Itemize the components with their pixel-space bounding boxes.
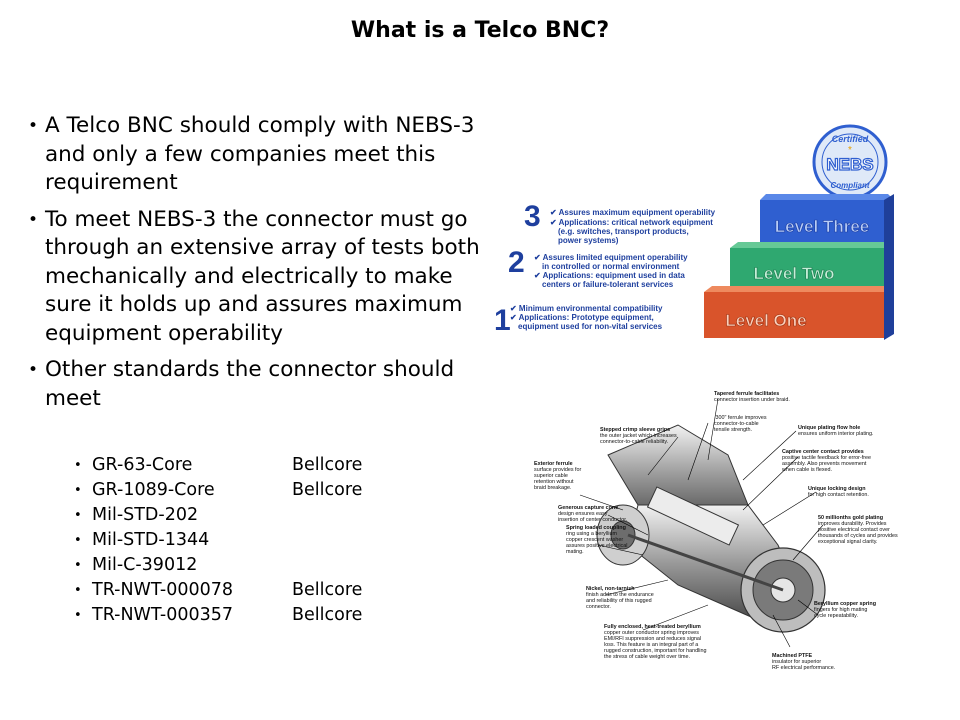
- level-number: 1: [494, 304, 511, 337]
- svg-text:power systems): power systems): [558, 236, 619, 245]
- standard-item: GR-1089-Core Bellcore: [74, 478, 362, 503]
- standard-name: GR-1089-Core: [92, 480, 215, 500]
- svg-text:centers or failure-tolerant se: centers or failure-tolerant services: [542, 280, 674, 289]
- seal-center-text: NEBS: [826, 155, 873, 174]
- nebs-certified-seal: Certified NEBS Compliant *: [812, 124, 888, 200]
- slide-title: What is a Telco BNC?: [350, 18, 610, 43]
- standard-item: TR-NWT-000357 Bellcore: [74, 603, 362, 628]
- svg-text:in controlled or normal enviro: in controlled or normal environment: [542, 262, 680, 271]
- level-two-description: 2 ✔ Assures limited equipment operabilit…: [508, 246, 688, 289]
- svg-text:(e.g. switches, transport prod: (e.g. switches, transport products,: [558, 227, 689, 236]
- nebs-levels-figure: Certified NEBS Compliant * Level Three L…: [494, 124, 894, 340]
- level-three-description: 3 ✔ Assures maximum equipment operabilit…: [524, 200, 716, 245]
- svg-text:✔ Applications: critical netwo: ✔ Applications: critical network equipme…: [550, 218, 713, 227]
- callout-leaders: [579, 398, 824, 648]
- svg-text:✔ Minimum environmental compat: ✔ Minimum environmental compatibility: [510, 304, 663, 313]
- step-level-three: Level Three: [760, 194, 894, 340]
- standard-item: Mil-C-39012: [74, 553, 362, 578]
- level-number: 3: [524, 200, 541, 233]
- bullet-list: A Telco BNC should comply with NEBS-3 an…: [28, 112, 498, 421]
- standard-name: Mil-C-39012: [92, 555, 198, 575]
- connector-drawing: [596, 424, 826, 633]
- standard-name: Mil-STD-202: [92, 505, 199, 525]
- standard-org: Bellcore: [292, 605, 363, 625]
- standard-item: Mil-STD-202: [74, 503, 362, 528]
- standard-item: GR-63-Core Bellcore: [74, 453, 362, 478]
- svg-text:equipment used for non-vital s: equipment used for non-vital services: [518, 322, 663, 331]
- standard-org: Bellcore: [292, 455, 363, 475]
- standard-item: TR-NWT-000078 Bellcore: [74, 578, 362, 603]
- svg-text:✔ Assures maximum equipment op: ✔ Assures maximum equipment operability: [550, 208, 716, 217]
- level-number: 2: [508, 246, 525, 279]
- step-label: Level One: [725, 311, 806, 330]
- standard-name: TR-NWT-000078: [92, 580, 234, 600]
- step-level-one: Level One: [704, 286, 884, 338]
- standard-org: Bellcore: [292, 480, 363, 500]
- step-label: Level Two: [754, 264, 835, 283]
- seal-bottom-text: Compliant: [830, 181, 869, 190]
- bullet-nebs-testing: To meet NEBS-3 the connector must go thr…: [28, 206, 498, 349]
- seal-top-text: Certified: [832, 134, 869, 144]
- svg-text:✔ Assures limited equipment op: ✔ Assures limited equipment operability: [534, 253, 688, 262]
- step-label: Level Three: [775, 217, 870, 236]
- standard-name: GR-63-Core: [92, 455, 193, 475]
- step-level-two: Level Two: [730, 242, 884, 292]
- svg-text:*: *: [848, 145, 852, 156]
- standard-name: Mil-STD-1344: [92, 530, 210, 550]
- standard-name: TR-NWT-000357: [92, 605, 234, 625]
- bullet-nebs-compliance: A Telco BNC should comply with NEBS-3 an…: [28, 112, 498, 198]
- svg-text:✔ Applications: Prototype equi: ✔ Applications: Prototype equipment,: [510, 313, 654, 322]
- standard-item: Mil-STD-1344: [74, 528, 362, 553]
- svg-text:✔ Applications: equipment used: ✔ Applications: equipment used in data: [534, 271, 685, 280]
- level-one-description: 1 ✔ Minimum environmental compatibility …: [494, 304, 663, 337]
- bullet-other-standards: Other standards the connector should mee…: [28, 356, 498, 413]
- standard-org: Bellcore: [292, 580, 363, 600]
